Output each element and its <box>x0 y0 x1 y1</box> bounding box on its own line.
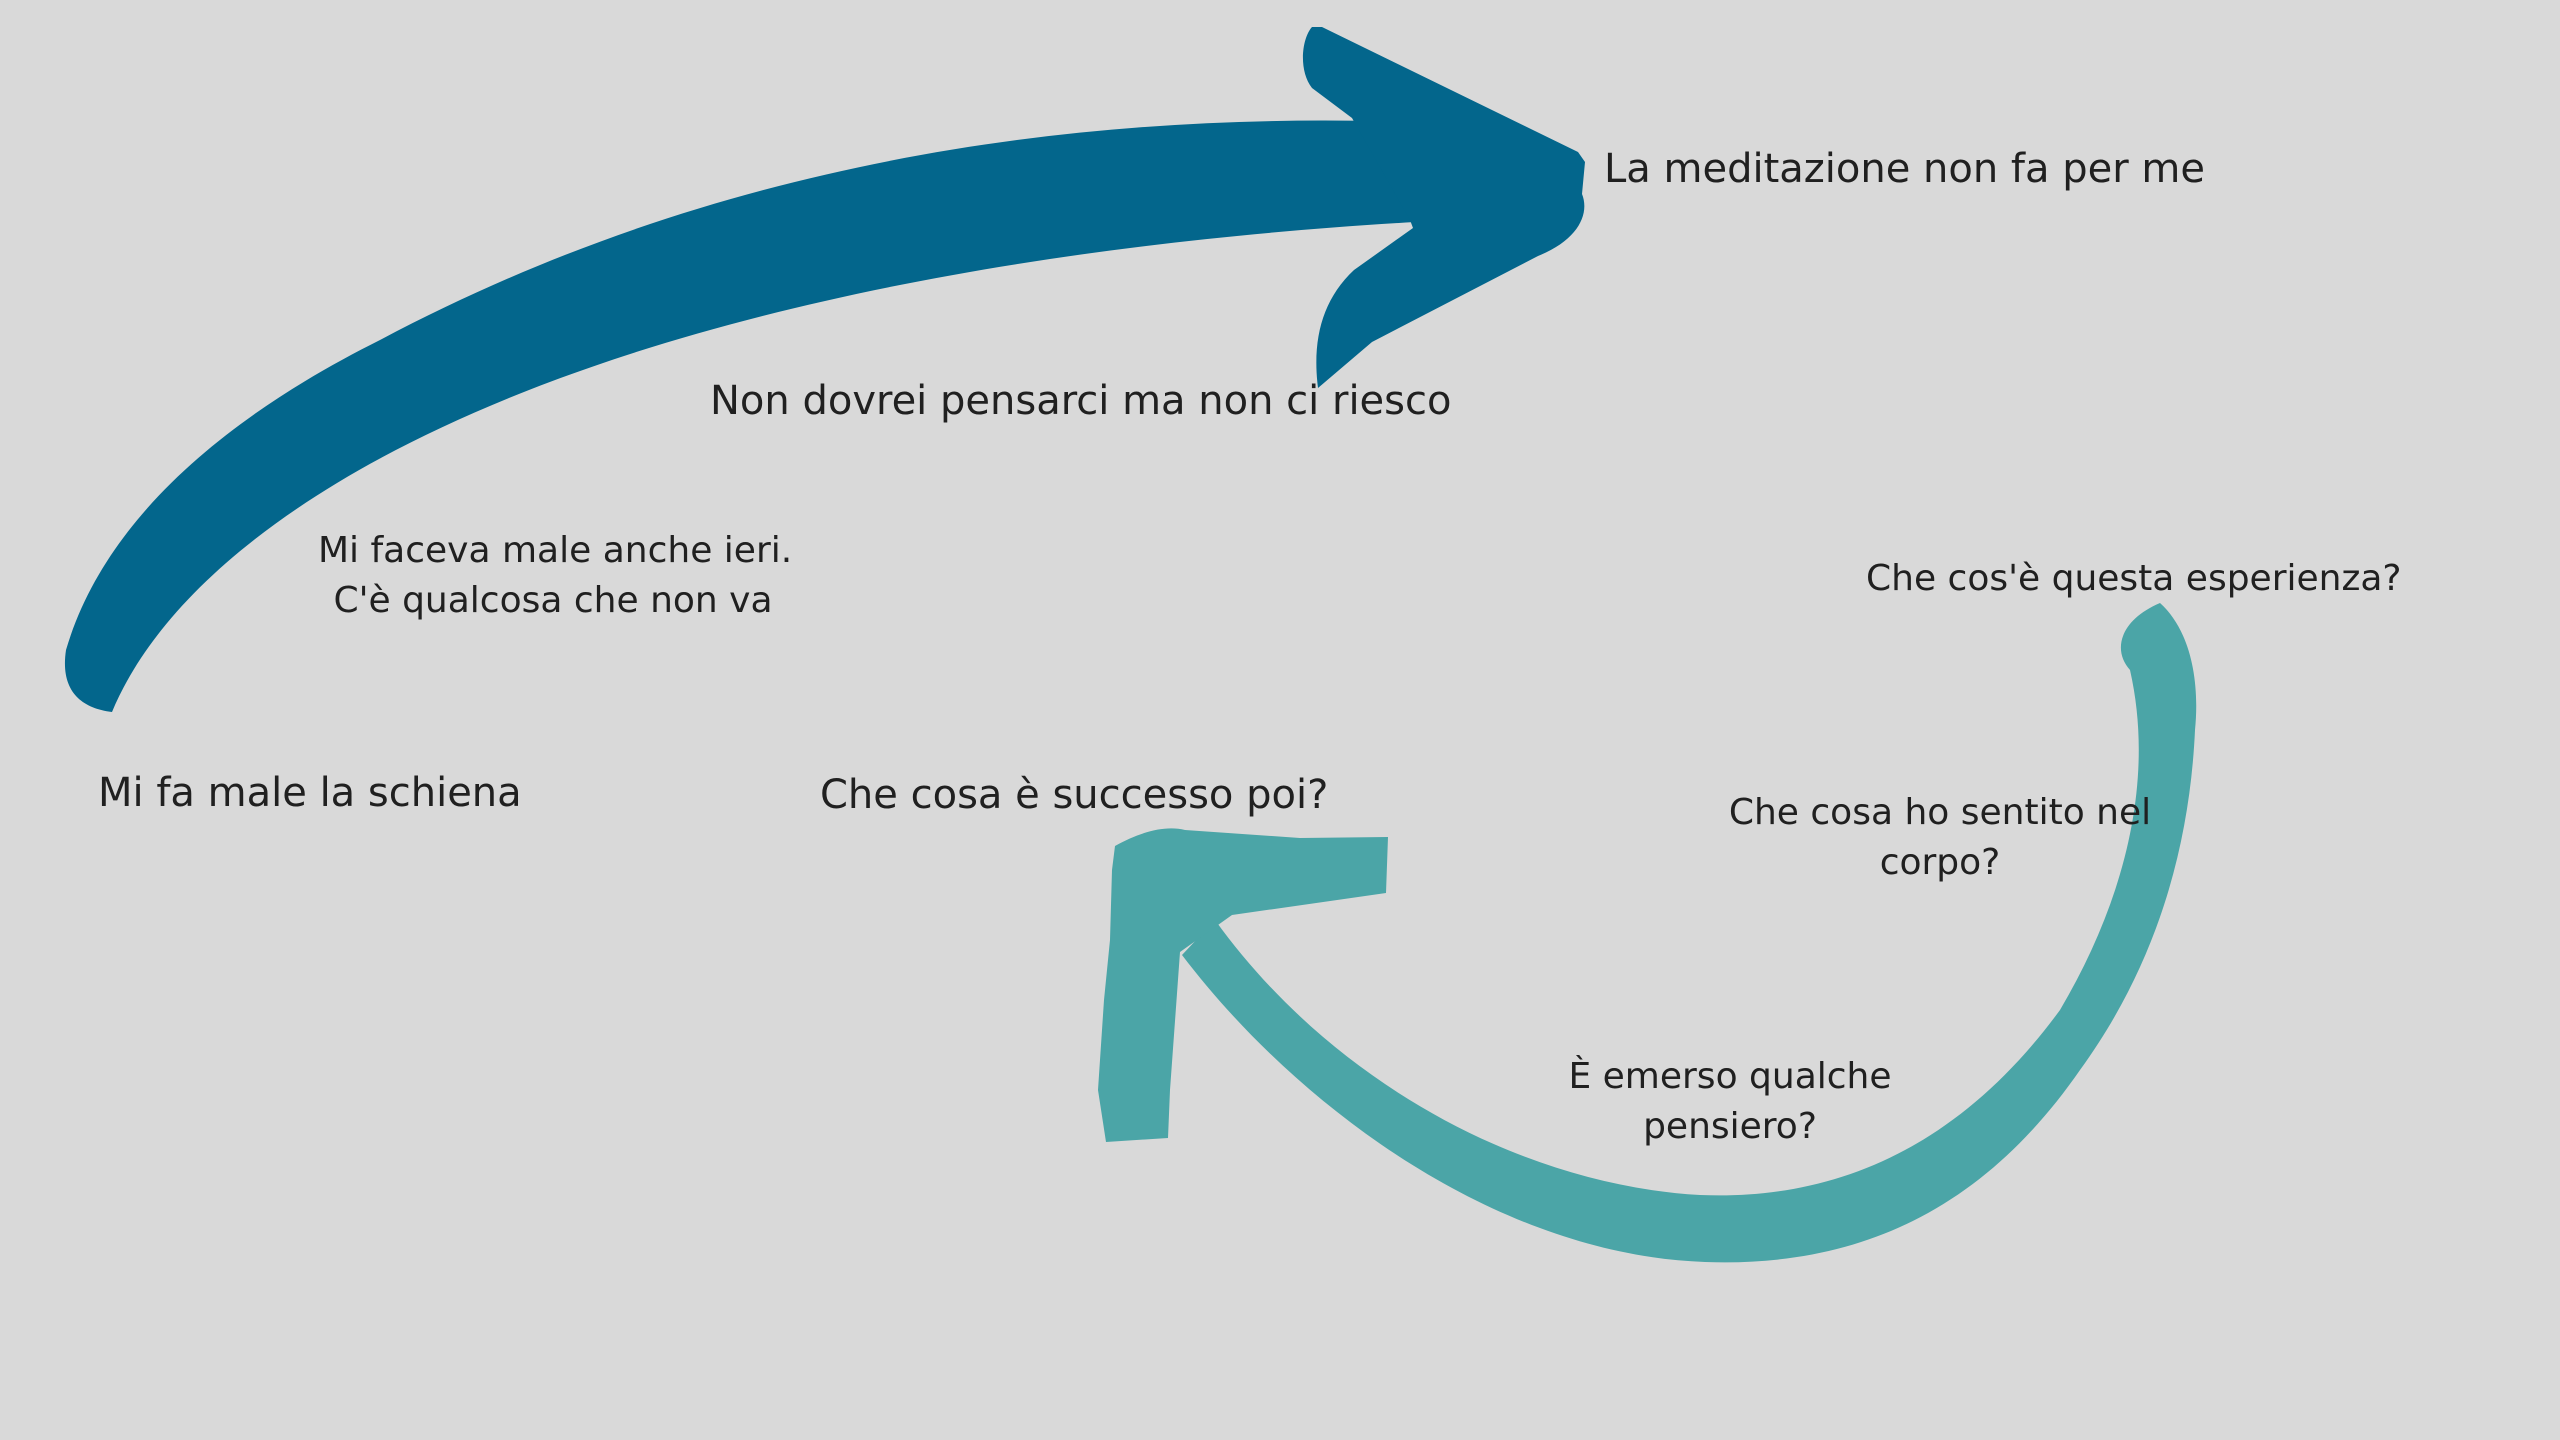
teal-arrow-head <box>1098 828 1388 1142</box>
label-body-line1: Che cosa ho sentito nel <box>1728 792 2152 833</box>
label-what-happened: Che cosa è successo poi? <box>820 772 1329 818</box>
label-thought-line2: pensiero? <box>1643 1105 1817 1147</box>
label-yesterday-line1: Mi faceva male anche ieri. <box>318 530 793 571</box>
label-thought-line1: È emerso qualche <box>1568 1056 1892 1097</box>
teal-arrow <box>1098 603 2197 1263</box>
label-thought: È emerso qualche pensiero? <box>1540 1052 1920 1151</box>
blue-arrow <box>64 27 1585 712</box>
label-yesterday-line2: C'è qualcosa che non va <box>333 579 773 621</box>
label-back-pain: Mi fa male la schiena <box>98 770 522 816</box>
label-yesterday: Mi faceva male anche ieri. C'è qualcosa … <box>318 526 793 625</box>
label-experience: Che cos'è questa esperienza? <box>1866 558 2402 599</box>
label-thinking: Non dovrei pensarci ma non ci riesco <box>710 378 1452 424</box>
label-body-line2: corpo? <box>1879 841 2001 883</box>
label-body: Che cosa ho sentito nel corpo? <box>1720 788 2160 887</box>
blue-arrow-head <box>1302 27 1585 388</box>
blue-arrow-shaft <box>64 120 1415 712</box>
label-meditation: La meditazione non fa per me <box>1604 146 2205 192</box>
